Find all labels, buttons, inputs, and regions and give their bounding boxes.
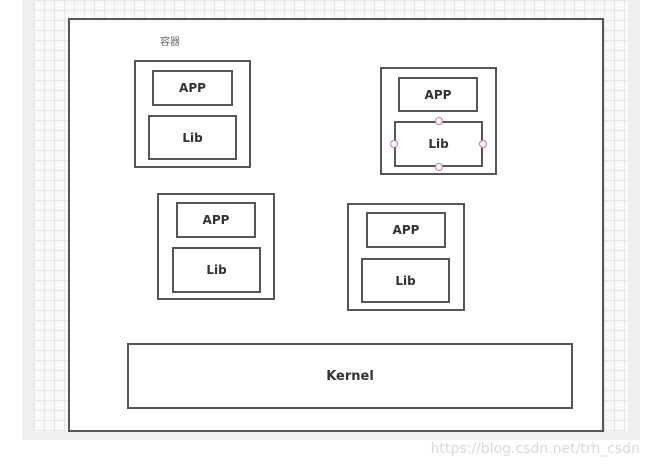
selection-handle[interactable]	[435, 163, 443, 171]
lib-box-selected[interactable]: Lib	[394, 121, 483, 167]
app-box[interactable]: APP	[398, 77, 478, 112]
lib-box[interactable]: Lib	[172, 247, 261, 293]
lib-box[interactable]: Lib	[148, 115, 237, 160]
lib-box[interactable]: Lib	[361, 258, 450, 303]
kernel-box[interactable]: Kernel	[127, 343, 573, 409]
selection-handle[interactable]	[390, 140, 398, 148]
selection-handle[interactable]	[435, 117, 443, 125]
app-box[interactable]: APP	[176, 202, 256, 238]
container-label: 容器	[160, 37, 180, 48]
watermark: https://blog.csdn.net/trh_csdn	[430, 441, 640, 457]
selection-handle[interactable]	[479, 140, 487, 148]
app-box[interactable]: APP	[152, 70, 233, 106]
app-box[interactable]: APP	[366, 212, 446, 248]
